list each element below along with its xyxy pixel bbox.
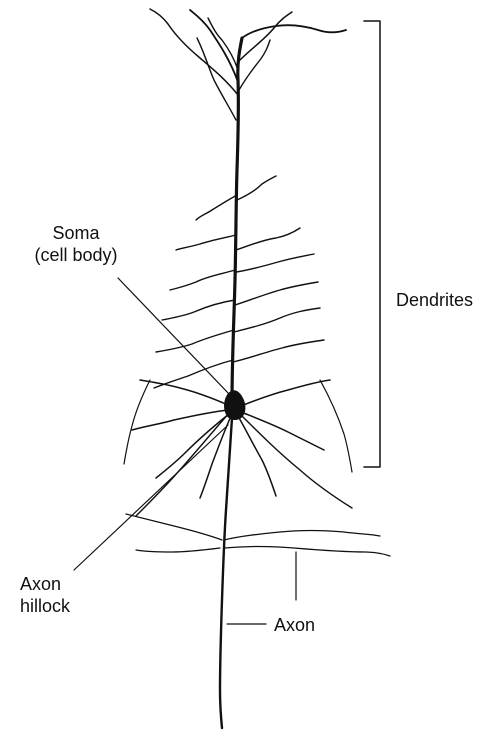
axon-label: Axon <box>274 614 315 636</box>
lower-branch-left <box>126 514 222 540</box>
oblique-left-5 <box>156 330 234 352</box>
dendrites-bracket <box>364 21 380 467</box>
soma-label-line1: Soma <box>28 222 124 244</box>
basal-dendrite-11 <box>320 380 352 472</box>
basal-dendrite-7 <box>241 380 330 406</box>
oblique-left-2 <box>176 235 236 250</box>
axon-hillock-label-line2: hillock <box>20 595 70 617</box>
oblique-left-3 <box>170 270 235 290</box>
oblique-left-1 <box>196 195 237 220</box>
oblique-right-3 <box>236 254 314 272</box>
axon-line <box>220 418 232 728</box>
axon-hillock-label: Axon hillock <box>20 573 70 617</box>
basal-dendrite-8 <box>136 412 230 516</box>
oblique-right-4 <box>235 282 318 305</box>
basal-dendrite-1 <box>140 380 228 405</box>
apical-tuft-left3 <box>197 38 236 120</box>
oblique-right-5 <box>234 308 320 332</box>
dendrites-label: Dendrites <box>396 289 473 311</box>
apical-tuft-mid <box>208 18 238 70</box>
oblique-left-6 <box>154 360 233 388</box>
basal-dendrite-10 <box>124 380 150 464</box>
apical-tuft-right <box>242 25 346 38</box>
axon-hillock-leader-line <box>74 425 228 570</box>
oblique-right-2 <box>236 228 300 250</box>
lower-branch-right <box>224 531 380 541</box>
apical-tuft-right2 <box>240 12 292 60</box>
soma-label-line2: (cell body) <box>28 244 124 266</box>
basal-dendrite-9 <box>240 414 352 508</box>
soma-label: Soma (cell body) <box>28 222 124 266</box>
basal-dendrite-5 <box>238 416 276 496</box>
axon-hillock-label-line1: Axon <box>20 573 70 595</box>
lower-branch-left-2 <box>136 548 220 552</box>
oblique-right-6 <box>233 340 324 362</box>
lower-branch-right-2 <box>224 547 390 557</box>
oblique-left-4 <box>162 300 235 320</box>
oblique-right-1 <box>237 176 276 200</box>
